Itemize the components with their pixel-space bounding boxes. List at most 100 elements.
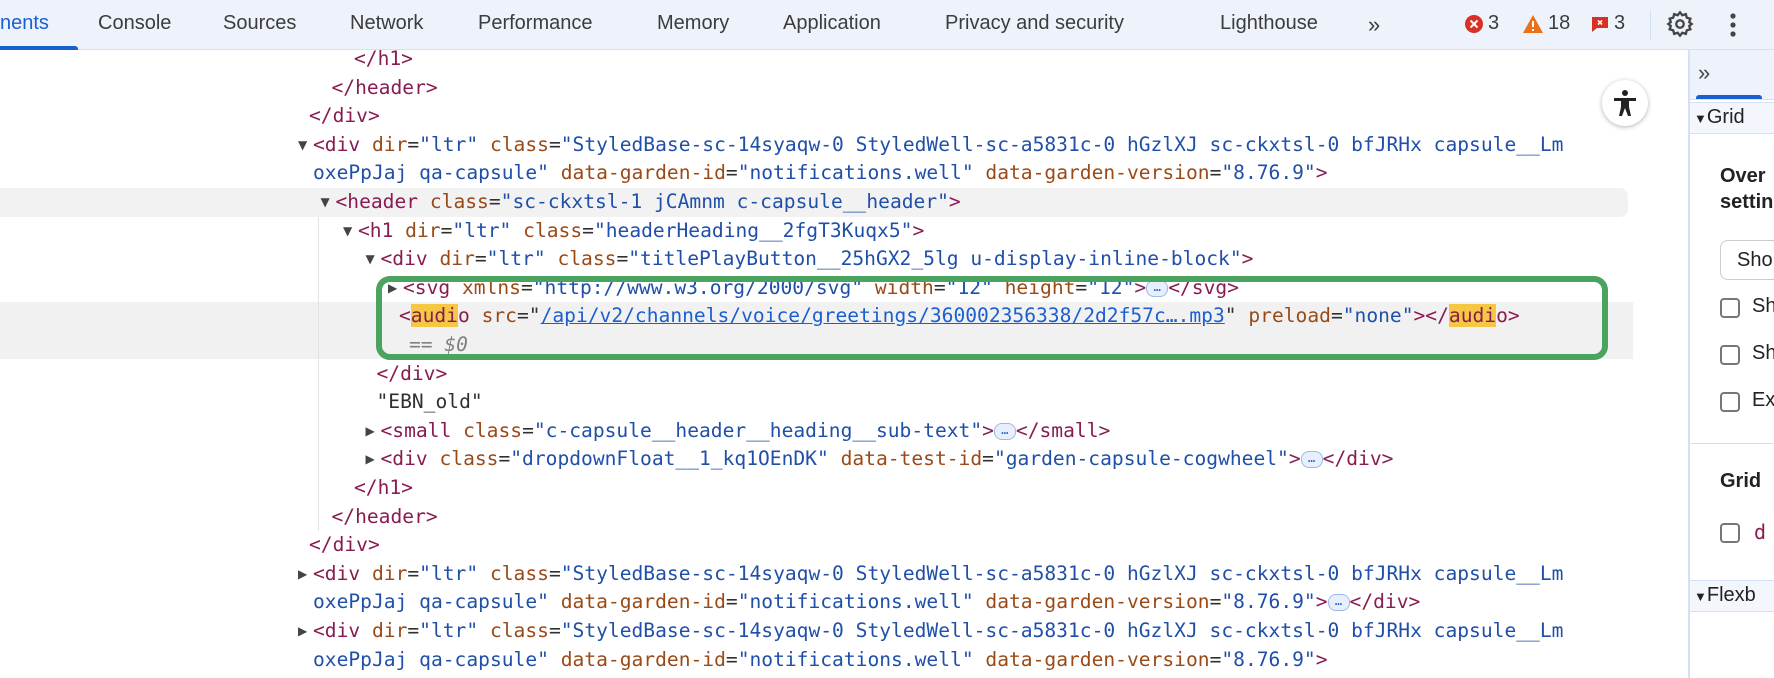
- tab-memory[interactable]: Memory: [657, 12, 730, 34]
- text-node: =: [474, 247, 487, 271]
- attribute-name: dir: [427, 247, 475, 271]
- text-node: =: [982, 447, 994, 471]
- attribute-name: xmlns: [450, 275, 521, 299]
- grid-section-header[interactable]: ▼Grid: [1690, 102, 1774, 134]
- dom-node-text: <div dir="ltr" class="StyledBase-sc-14sy…: [313, 617, 1563, 646]
- tab-performance[interactable]: Performance: [478, 12, 593, 34]
- tag-name: </div>: [1349, 590, 1421, 614]
- attribute-value: "8.76.9": [1221, 590, 1316, 614]
- tag-name: </div>: [376, 361, 448, 385]
- tag-name: <: [399, 304, 411, 328]
- attribute-value: "StyledBase-sc-14syaqw-0 StyledWell-sc-a…: [560, 619, 1564, 642]
- selected-node-marker: == $0: [409, 333, 468, 356]
- tag-name: <div: [313, 619, 361, 642]
- tag-name: </h1>: [354, 50, 413, 70]
- dom-node-text: <header class="sc-ckxtsl-1 jCAmnm c-caps…: [336, 188, 961, 217]
- sidebar-more-tabs-button[interactable]: »: [1698, 60, 1711, 85]
- dom-node-text: "EBN_old": [377, 388, 483, 417]
- overlay-checkbox-3[interactable]: [1720, 392, 1740, 412]
- more-tabs-button[interactable]: »: [1368, 12, 1381, 37]
- tag-name: </header>: [331, 504, 438, 528]
- collapse-triangle-icon[interactable]: ▼: [343, 223, 353, 238]
- text-node: =: [440, 218, 453, 242]
- expand-triangle-icon[interactable]: ▶: [365, 452, 375, 467]
- overlay-checkbox-2[interactable]: [1720, 345, 1740, 365]
- text-node: =: [520, 275, 533, 299]
- expand-triangle-icon[interactable]: ▶: [388, 280, 398, 295]
- tag-name: >: [912, 218, 925, 242]
- attribute-name: width: [863, 275, 934, 299]
- hovered-row-background: [0, 188, 1628, 217]
- errors-counter[interactable]: 3: [1464, 12, 1499, 35]
- tab-network[interactable]: Network: [350, 12, 424, 34]
- grid-item-checkbox[interactable]: [1720, 523, 1740, 543]
- tag-name: <header: [335, 190, 419, 213]
- attribute-name: class: [511, 218, 583, 242]
- text-node: =: [1209, 647, 1222, 671]
- accessibility-tree-toggle[interactable]: [1602, 80, 1648, 126]
- tab-privacy-and-security[interactable]: Privacy and security: [945, 12, 1124, 34]
- dom-node-text: <audio src="/api/v2/channels/voice/greet…: [399, 302, 1520, 331]
- text-node: =": [516, 304, 541, 328]
- dom-node-text: <div dir="ltr" class="titlePlayButton__2…: [381, 245, 1254, 274]
- tab-console[interactable]: Console: [98, 12, 172, 34]
- text-node: =: [725, 161, 738, 185]
- select-value: Sho: [1737, 249, 1773, 271]
- flexbox-section-title: Flexb: [1706, 584, 1756, 606]
- collapse-triangle-icon[interactable]: ▼: [320, 195, 330, 209]
- text-node: =: [548, 132, 561, 156]
- text-node: =: [498, 447, 511, 471]
- warning-icon: [1522, 14, 1544, 34]
- tag-name: >: [1315, 161, 1328, 185]
- collapsed-children-button[interactable]: …: [1327, 594, 1350, 612]
- tab-nents[interactable]: nents: [0, 12, 49, 34]
- flexbox-section-header[interactable]: ▼Flexb: [1690, 580, 1774, 612]
- expand-triangle-icon[interactable]: ▶: [365, 423, 375, 438]
- devtools-tab-bar: nents Console Sources Network Performance Mem…: [0, 0, 1774, 50]
- tag-name: o>: [1496, 304, 1520, 328]
- tab-application[interactable]: Application: [783, 12, 881, 34]
- attribute-name: data-garden-id: [548, 590, 726, 614]
- attribute-value: "ltr": [419, 561, 479, 585]
- expand-triangle-icon[interactable]: ▶: [298, 566, 308, 581]
- text-node: =: [488, 190, 501, 213]
- text-node: =: [407, 132, 420, 156]
- tag-name: >: [1241, 247, 1254, 271]
- collapse-triangle-icon[interactable]: ▼: [298, 137, 308, 152]
- tag-name: </h1>: [354, 476, 413, 499]
- tab-sources[interactable]: Sources: [223, 12, 297, 34]
- tab-lighthouse[interactable]: Lighthouse: [1220, 12, 1318, 34]
- overlay-display-select[interactable]: Sho: [1720, 240, 1774, 280]
- attribute-value: oxePpJaj qa-capsule": [313, 161, 549, 185]
- attribute-value: "ltr": [452, 218, 512, 242]
- warnings-counter[interactable]: 18: [1522, 12, 1570, 35]
- tag-name: >: [1315, 647, 1328, 671]
- selected-row-background: [0, 302, 1633, 359]
- grid-item-label: d: [1754, 520, 1767, 544]
- attribute-value: "12": [945, 275, 993, 299]
- collapsed-children-button[interactable]: …: [1146, 279, 1169, 297]
- expand-triangle-icon[interactable]: ▶: [298, 624, 308, 638]
- dom-node-text: </h1>: [354, 50, 413, 74]
- collapse-triangle-icon[interactable]: ▼: [365, 252, 375, 267]
- dom-node-text: <div dir="ltr" class="StyledBase-sc-14sy…: [313, 131, 1563, 160]
- more-options-kebab-icon[interactable]: [1728, 11, 1738, 39]
- attribute-value: "notifications.well": [737, 647, 974, 671]
- elements-dom-tree[interactable]: </h1></header></div>▼<div dir="ltr" clas…: [0, 50, 1688, 678]
- attribute-name: dir: [360, 619, 408, 642]
- overlay-checkbox-1[interactable]: [1720, 298, 1740, 318]
- attribute-link[interactable]: /api/v2/channels/voice/greetings/3600023…: [540, 304, 1225, 328]
- settings-gear-icon[interactable]: [1666, 10, 1694, 38]
- collapsed-children-button[interactable]: …: [1300, 451, 1323, 469]
- issues-counter[interactable]: 3: [1590, 12, 1625, 35]
- tag-name: </svg>: [1168, 275, 1239, 299]
- attribute-value: "c-capsule__header__heading__sub-text": [533, 418, 983, 442]
- errors-count: 3: [1488, 12, 1500, 34]
- collapsed-children-button[interactable]: …: [993, 422, 1016, 440]
- attribute-value: "titlePlayButton__25hGX2_5lg u-display-i…: [628, 247, 1242, 271]
- warnings-count: 18: [1548, 12, 1571, 34]
- accessibility-person-icon: [1612, 89, 1638, 117]
- attribute-value: "none": [1342, 304, 1414, 328]
- dom-node-text: <div dir="ltr" class="StyledBase-sc-14sy…: [313, 560, 1563, 589]
- dom-node-text: <small class="c-capsule__header__heading…: [381, 417, 1111, 446]
